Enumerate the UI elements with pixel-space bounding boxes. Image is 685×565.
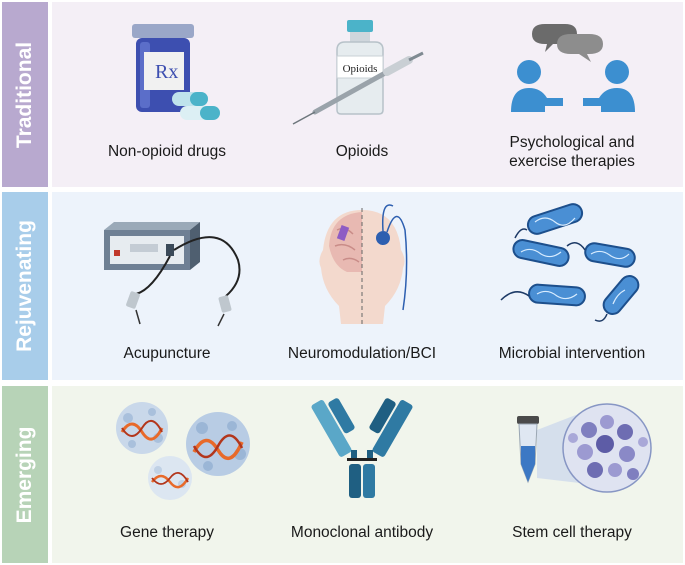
item-neuromodulation-bci: Neuromodulation/BCI [257, 200, 467, 380]
vial-label: Opioids [343, 63, 378, 75]
head-implant-icon [319, 204, 408, 326]
caption-line-2: exercise therapies [509, 153, 635, 170]
item-non-opioid-drugs: Rx Non-opioid drugs [62, 2, 272, 187]
caption: Monoclonal antibody [290, 524, 434, 541]
item-psychological-exercise: Psychological and exercise therapies [467, 2, 677, 187]
electro-acupuncture-device-icon [104, 222, 241, 327]
item-monoclonal-antibody: Monoclonal antibody [257, 386, 467, 563]
bacteria-icon [500, 203, 640, 322]
virus-dna-icon [116, 402, 250, 500]
caption: Gene therapy [120, 524, 214, 541]
caption: Non-opioid drugs [107, 143, 227, 160]
caption: Acupuncture [123, 345, 211, 362]
row-rejuvenating: Rejuvenating Acupuncture [2, 192, 683, 380]
caption: Neuromodulation/BCI [287, 345, 437, 362]
row-label: Traditional [13, 41, 36, 148]
row-label: Emerging [13, 426, 36, 523]
tab-rejuvenating: Rejuvenating [2, 192, 48, 380]
pill-bottle-icon: Rx [132, 24, 220, 120]
panel-emerging: Gene therapy Monoclonal antibody [52, 386, 683, 563]
caption: Opioids [335, 143, 389, 160]
rx-symbol: Rx [155, 61, 178, 83]
row-traditional: Traditional Rx Non-opioid drugs [2, 2, 683, 187]
caption: Microbial intervention [498, 345, 646, 362]
caption: Stem cell therapy [512, 524, 632, 541]
panel-rejuvenating: Acupuncture Neuromodulation/BCI [52, 192, 683, 380]
item-stem-cell-therapy: Stem cell therapy [467, 386, 677, 563]
therapy-conversation-icon [511, 24, 635, 112]
caption: Psychological and exercise therapies [467, 133, 677, 171]
item-acupuncture: Acupuncture [62, 200, 272, 380]
row-label: Rejuvenating [13, 220, 36, 352]
antibody-icon [311, 398, 413, 498]
item-gene-therapy: Gene therapy [62, 386, 272, 563]
tab-traditional: Traditional [2, 2, 48, 187]
panel-traditional: Rx Non-opioid drugs Opioids Opioids [52, 2, 683, 187]
row-emerging: Emerging [2, 386, 683, 563]
vial-syringe-icon: Opioids [292, 20, 424, 125]
caption-line-1: Psychological and [509, 134, 635, 151]
stem-cell-tube-icon [517, 403, 652, 493]
item-microbial-intervention: Microbial intervention [467, 200, 677, 380]
item-opioids: Opioids Opioids [257, 2, 467, 187]
tab-emerging: Emerging [2, 386, 48, 563]
